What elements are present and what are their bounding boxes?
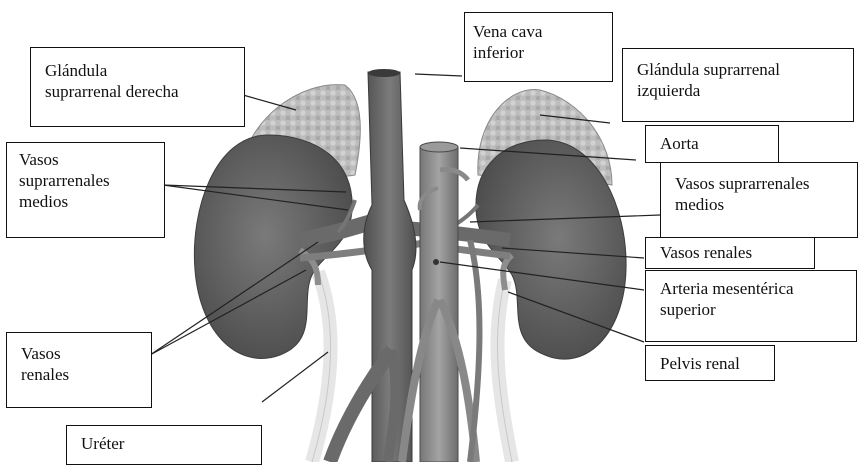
label-arteria-mesenterica-superior: Arteria mesentérica superior — [645, 270, 857, 342]
left-ureter — [312, 272, 331, 462]
label-vasos-renales-izquierda: Vasos renales — [645, 237, 815, 269]
label-vasos-suprarrenales-medios-derecha: Vasos suprarrenales medios — [6, 142, 165, 238]
label-vasos-renales-derecha: Vasos renales — [6, 332, 152, 408]
label-glandula-suprarrenal-derecha: Glándula suprarrenal derecha — [30, 47, 245, 127]
label-vasos-suprarrenales-medios-izquierda: Vasos suprarrenales medios — [660, 162, 858, 238]
label-glandula-suprarrenal-izquierda: Glándula suprarrenal izquierda — [622, 48, 854, 122]
label-pelvis-renal: Pelvis renal — [645, 345, 775, 381]
label-aorta: Aorta — [645, 125, 779, 163]
label-ureter: Uréter — [66, 425, 262, 465]
label-vena-cava-inferior: Vena cava inferior — [464, 12, 613, 82]
